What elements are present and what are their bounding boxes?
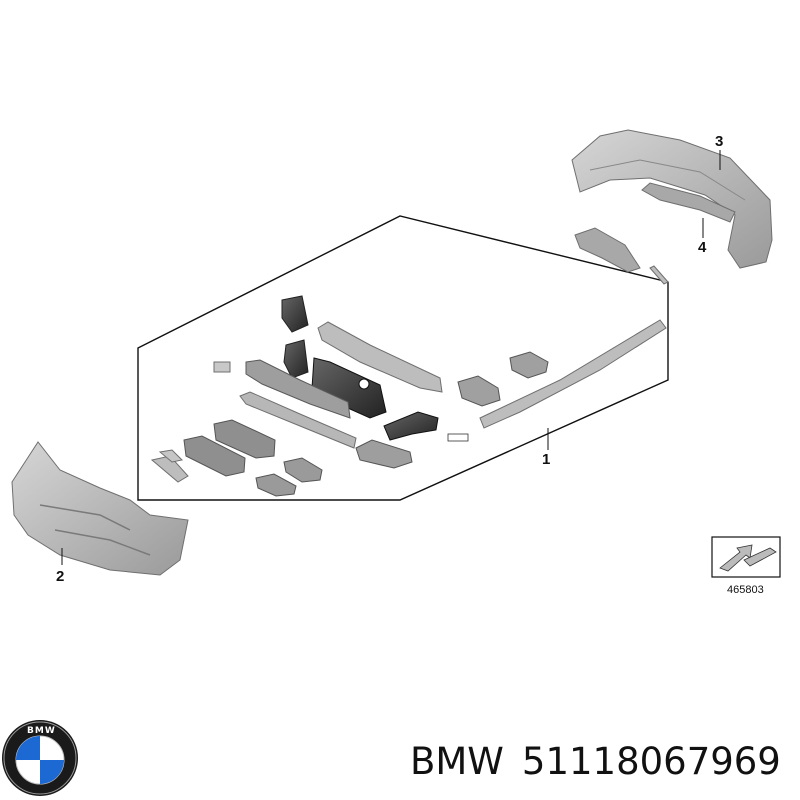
clip-part-left: [213, 361, 231, 373]
part-caption: BMW 51118067969: [410, 740, 799, 783]
m-badge-icon: [447, 433, 469, 442]
kit-outline-frame: [137, 215, 669, 501]
reference-number: 465803: [727, 584, 764, 596]
lower-strip-part: [239, 391, 357, 449]
arrow-box-icon: [719, 544, 753, 572]
grille-mesh-part: [245, 359, 351, 419]
rear-diffuser-part: [641, 182, 736, 223]
top-bracket-part: [574, 227, 641, 273]
bmw-roundel-logo: BMW: [2, 720, 78, 796]
part-number: 51118067969: [521, 740, 781, 783]
air-duct-lower-part: [283, 339, 309, 379]
upper-trim-part: [317, 321, 443, 393]
fog-grille-right-part: [283, 457, 323, 483]
lower-grille-left-part: [183, 435, 246, 477]
lower-grille-right-part: [213, 419, 276, 459]
rear-bumper-part: [571, 129, 773, 269]
side-flap-left-part: [150, 455, 189, 483]
callout-3: 3: [715, 133, 723, 150]
kit-parts-group: [150, 227, 669, 497]
side-skirt-part: [479, 319, 667, 429]
reference-box: [711, 536, 781, 578]
brand-name: BMW: [410, 740, 504, 783]
emblem-mount-icon: [358, 378, 370, 390]
callout-4: 4: [698, 239, 707, 256]
lower-cover-part: [355, 439, 413, 469]
air-duct-upper-part: [281, 295, 309, 333]
fog-grille-left-part: [255, 473, 297, 497]
right-bracket-part: [457, 375, 501, 407]
callout-1: 1: [542, 451, 550, 468]
right-bracket-small-part: [509, 351, 549, 379]
logo-lettering: BMW: [27, 726, 56, 736]
callout-2: 2: [56, 568, 64, 585]
brake-duct-part: [383, 411, 439, 441]
small-strip-part: [649, 265, 669, 285]
front-bumper-part: [11, 441, 189, 576]
side-flap-small-part: [158, 449, 184, 463]
